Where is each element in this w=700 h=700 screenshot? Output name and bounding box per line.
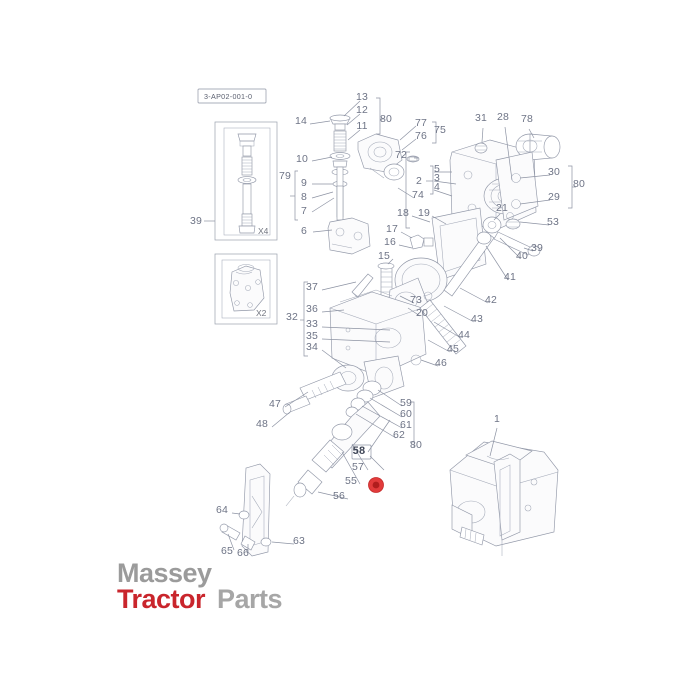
callout-number-31: 31 bbox=[475, 112, 487, 124]
housing-part-1 bbox=[449, 440, 559, 556]
callout-number-20: 20 bbox=[416, 307, 428, 319]
callout-number-7: 7 bbox=[301, 205, 307, 217]
watermark: Massey Tractor Parts bbox=[117, 558, 283, 614]
drawing-code-label: 3-AP02-001-0 bbox=[204, 92, 252, 101]
inset-valve-body: X2 bbox=[214, 253, 278, 325]
callout-58-box bbox=[351, 444, 372, 460]
lower-spool-assembly bbox=[285, 380, 382, 507]
callout-number-44: 44 bbox=[458, 329, 470, 341]
callout-number-12: 12 bbox=[356, 104, 368, 116]
callout-number-79: 79 bbox=[279, 170, 291, 182]
callout-number-65: 65 bbox=[221, 545, 233, 557]
leader-lines bbox=[227, 97, 576, 552]
watermark-tractor: Tractor bbox=[117, 584, 206, 614]
callout-number-80: 80 bbox=[573, 178, 585, 190]
inset-valve-body-multiplier: X2 bbox=[256, 308, 267, 318]
callout-number-29: 29 bbox=[548, 191, 560, 203]
callout-number-74: 74 bbox=[412, 189, 424, 201]
callout-number-61: 61 bbox=[400, 419, 412, 431]
callout-number-80: 80 bbox=[410, 439, 422, 451]
callout-number-1: 1 bbox=[494, 413, 500, 425]
selection-marker[interactable] bbox=[368, 477, 384, 493]
callout-number-30: 30 bbox=[548, 166, 560, 178]
callout-number-53: 53 bbox=[547, 216, 559, 228]
top-spindle-assembly bbox=[329, 114, 351, 221]
callout-number-42: 42 bbox=[485, 294, 497, 306]
callout-number-78: 78 bbox=[521, 113, 533, 125]
callout-number-76: 76 bbox=[415, 130, 427, 142]
callout-number-8: 8 bbox=[301, 191, 307, 203]
callout-number-17: 17 bbox=[386, 223, 398, 235]
bracket-63-66 bbox=[219, 463, 272, 557]
callout-number-19: 19 bbox=[418, 207, 430, 219]
drawing-code-tag: 3-AP02-001-0 bbox=[197, 88, 267, 104]
callout-number-58: 58 bbox=[353, 445, 366, 457]
callout-number-43: 43 bbox=[471, 313, 483, 325]
right-linkage-rods bbox=[410, 216, 541, 366]
callout-number-10: 10 bbox=[296, 153, 308, 165]
callout-number-28: 28 bbox=[497, 111, 509, 123]
callout-number-13: 13 bbox=[356, 91, 368, 103]
callout-number-16: 16 bbox=[384, 236, 396, 248]
inset-bolt-kit-multiplier: X4 bbox=[258, 226, 269, 236]
callout-number-15: 15 bbox=[378, 250, 390, 262]
shaft-47-48 bbox=[282, 371, 347, 415]
callout-number-73: 73 bbox=[410, 294, 422, 306]
callout-number-5: 5 bbox=[434, 163, 440, 175]
callout-number-2: 2 bbox=[416, 175, 422, 187]
callout-number-46: 46 bbox=[435, 357, 447, 369]
selection-marker-inner bbox=[372, 481, 380, 489]
callout-number-39: 39 bbox=[531, 242, 543, 254]
upper-right-assembly bbox=[357, 133, 420, 181]
callout-number-18: 18 bbox=[397, 207, 409, 219]
callout-number-41: 41 bbox=[504, 271, 516, 283]
callout-number-63: 63 bbox=[293, 535, 305, 547]
part-78-sleeve bbox=[515, 133, 561, 161]
callout-number-45: 45 bbox=[447, 343, 459, 355]
callout-number-56: 56 bbox=[333, 490, 345, 502]
callout-number-75: 75 bbox=[434, 124, 446, 136]
callout-number-66: 66 bbox=[237, 547, 249, 559]
callout-number-72: 72 bbox=[395, 149, 407, 161]
callout-number-59: 59 bbox=[400, 397, 412, 409]
callout-number-33: 33 bbox=[306, 318, 318, 330]
callout-number-48: 48 bbox=[256, 418, 268, 430]
callout-number-36: 36 bbox=[306, 303, 318, 315]
callout-number-9: 9 bbox=[301, 177, 307, 189]
callout-inset-39: 39 bbox=[190, 215, 202, 227]
callout-number-21: 21 bbox=[496, 202, 508, 214]
inset-bolt-kit: X4 39 bbox=[190, 121, 278, 241]
watermark-parts: Parts bbox=[217, 584, 282, 614]
callout-number-60: 60 bbox=[400, 408, 412, 420]
watermark-massey: Massey bbox=[117, 558, 212, 588]
callout-number-32: 32 bbox=[286, 311, 298, 323]
callout-number-14: 14 bbox=[295, 115, 307, 127]
callout-number-47: 47 bbox=[269, 398, 281, 410]
callout-number-34: 34 bbox=[306, 341, 318, 353]
callout-number-37: 37 bbox=[306, 281, 318, 293]
callout-number-6: 6 bbox=[301, 225, 307, 237]
callout-number-77: 77 bbox=[415, 117, 427, 129]
callout-number-3: 3 bbox=[434, 172, 440, 184]
part-31-plug bbox=[474, 142, 488, 154]
callout-number-55: 55 bbox=[345, 475, 357, 487]
callout-number-80: 80 bbox=[380, 113, 392, 125]
selection-marker-layer[interactable] bbox=[368, 477, 384, 493]
callout-number-35: 35 bbox=[306, 330, 318, 342]
callout-number-62: 62 bbox=[393, 429, 405, 441]
callout-number-11: 11 bbox=[356, 120, 367, 132]
callout-number-40: 40 bbox=[516, 250, 528, 262]
part-6-housing bbox=[327, 217, 371, 255]
callout-number-4: 4 bbox=[434, 181, 440, 193]
callout-number-57: 57 bbox=[352, 461, 364, 473]
callout-number-64: 64 bbox=[216, 504, 228, 516]
